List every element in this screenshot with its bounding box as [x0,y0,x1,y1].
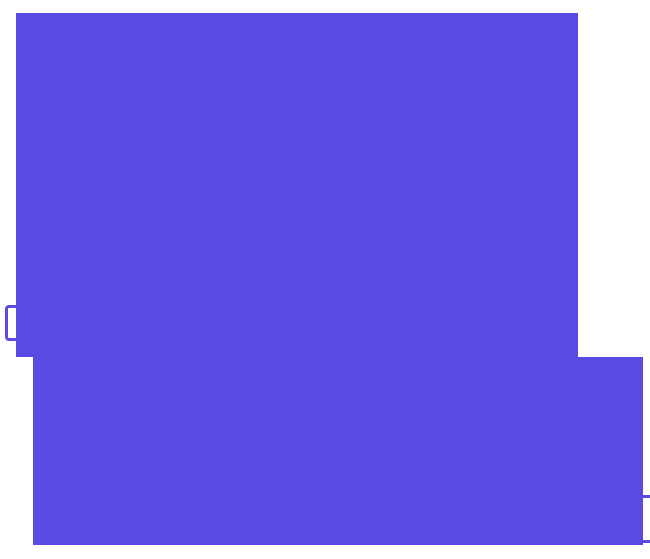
upper-panel[interactable] [16,13,578,357]
upper-panel-content [16,13,578,357]
lower-panel[interactable] [33,357,643,545]
lower-panel-content [33,357,643,545]
